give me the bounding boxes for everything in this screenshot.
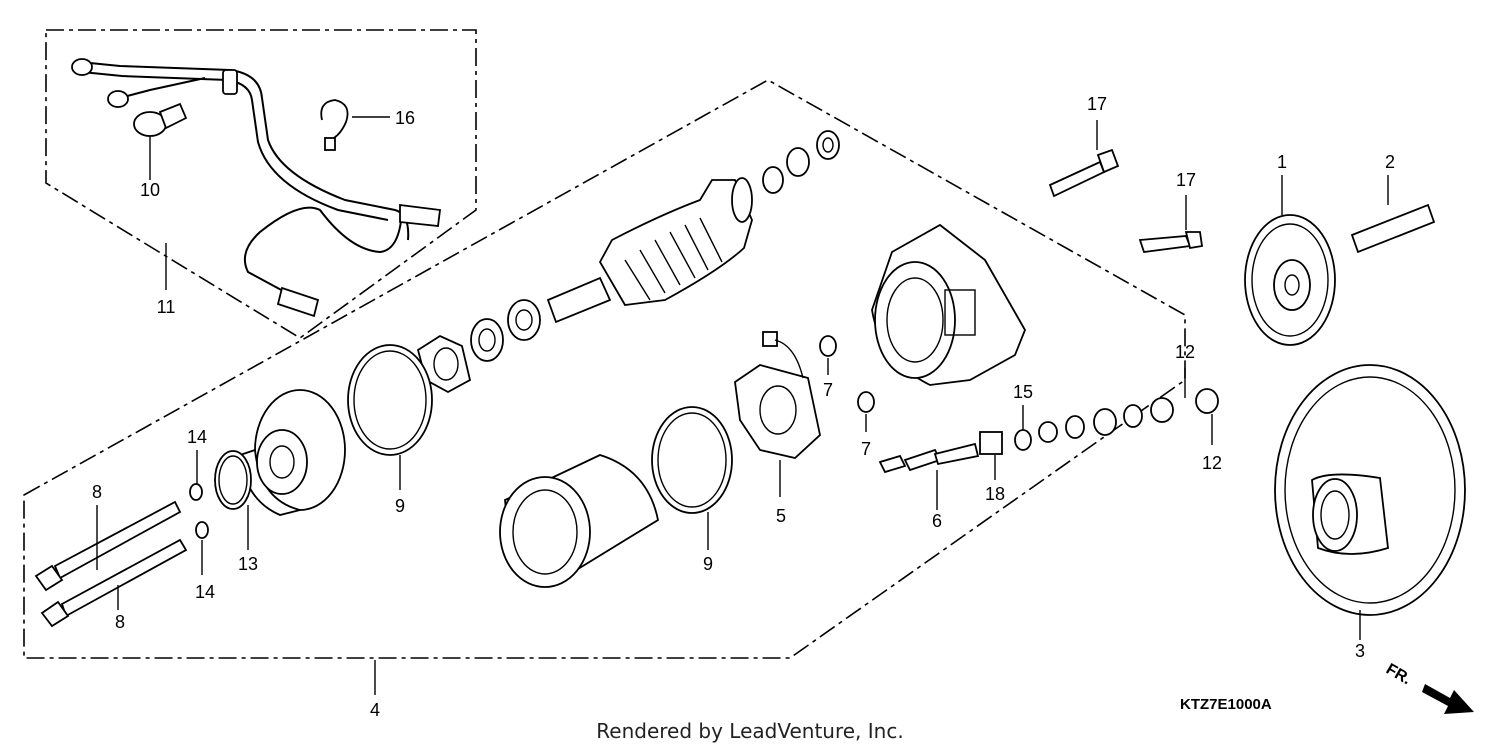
starter-cable[interactable]	[71, 58, 442, 318]
callout-9-right[interactable]: 9	[703, 554, 713, 574]
washer-stack[interactable]	[1038, 404, 1143, 443]
callout-8-upper[interactable]: 8	[92, 482, 102, 502]
bolt-8-upper[interactable]	[34, 500, 182, 592]
brush-holder[interactable]	[734, 331, 821, 459]
o-ring-9-left[interactable]	[347, 344, 433, 456]
bolt-8-lower[interactable]	[40, 538, 188, 628]
o-ring-9-right[interactable]	[651, 406, 733, 514]
callout-9-left[interactable]: 9	[395, 496, 405, 516]
callout-12-upper[interactable]: 12	[1175, 342, 1195, 362]
reference-code: KTZ7E1000A	[1180, 696, 1272, 713]
credit-line: Rendered by LeadVenture, Inc.	[596, 719, 903, 743]
rear-cover[interactable]	[871, 223, 1026, 386]
washers-upper[interactable]	[762, 130, 840, 194]
bolt-17-lower[interactable]	[1138, 231, 1204, 253]
callout-1[interactable]: 1	[1277, 152, 1287, 172]
reduction-gear[interactable]	[1244, 214, 1336, 346]
front-arrow-icon	[1422, 684, 1474, 714]
callout-12-lower[interactable]: 12	[1202, 453, 1222, 473]
washer-14-upper[interactable]	[189, 483, 203, 501]
brush-spring-upper[interactable]	[819, 335, 837, 357]
lock-plate[interactable]	[416, 334, 472, 394]
washers-lower[interactable]	[470, 299, 541, 362]
callout-11[interactable]: 11	[157, 297, 176, 317]
front-cover[interactable]	[239, 389, 346, 516]
callout-13[interactable]: 13	[238, 554, 258, 574]
terminal-bolt[interactable]	[878, 442, 980, 474]
callout-10[interactable]: 10	[140, 180, 160, 200]
leader-lines	[96, 116, 1389, 695]
washer-14-lower[interactable]	[195, 521, 209, 539]
callout-18[interactable]: 18	[985, 484, 1005, 504]
starter-group-outline	[23, 79, 1186, 659]
callout-16[interactable]: 16	[395, 108, 415, 128]
callout-14-upper[interactable]: 14	[187, 427, 207, 447]
callout-3[interactable]: 3	[1355, 641, 1365, 661]
washer-15[interactable]	[1014, 429, 1032, 451]
o-ring-13[interactable]	[214, 450, 252, 510]
front-direction-label: FR.	[1383, 661, 1414, 689]
callout-14-lower[interactable]: 14	[195, 582, 215, 602]
insulator[interactable]	[979, 431, 1003, 455]
callouts: 1 2 3 4 5 6 7 7 8 8 9 9 10 11 12 12 13 1…	[92, 94, 1395, 720]
yoke[interactable]	[499, 454, 660, 588]
callout-5[interactable]: 5	[776, 506, 786, 526]
gear-shaft[interactable]	[1350, 203, 1436, 254]
callout-2[interactable]: 2	[1385, 152, 1395, 172]
bolt-17-upper[interactable]	[1048, 148, 1120, 198]
callout-15[interactable]: 15	[1013, 382, 1033, 402]
callout-17-upper[interactable]: 17	[1087, 94, 1107, 114]
cable-group-outline	[45, 29, 477, 339]
nut-12-upper[interactable]	[1150, 397, 1174, 423]
clamp-16[interactable]	[320, 99, 349, 151]
nut-12-lower[interactable]	[1195, 388, 1219, 414]
callout-17-lower[interactable]: 17	[1176, 170, 1196, 190]
callout-6[interactable]: 6	[932, 511, 942, 531]
armature[interactable]	[546, 177, 753, 324]
brush-spring-lower[interactable]	[857, 391, 875, 413]
front-direction-indicator: FR.	[1383, 661, 1474, 714]
callout-8-lower[interactable]: 8	[115, 612, 125, 632]
starter-driven-gear[interactable]	[1274, 364, 1466, 616]
callout-7-upper[interactable]: 7	[823, 380, 833, 400]
bolt-10[interactable]	[133, 102, 188, 137]
callout-4[interactable]: 4	[370, 700, 380, 720]
callout-7-lower[interactable]: 7	[861, 439, 871, 459]
